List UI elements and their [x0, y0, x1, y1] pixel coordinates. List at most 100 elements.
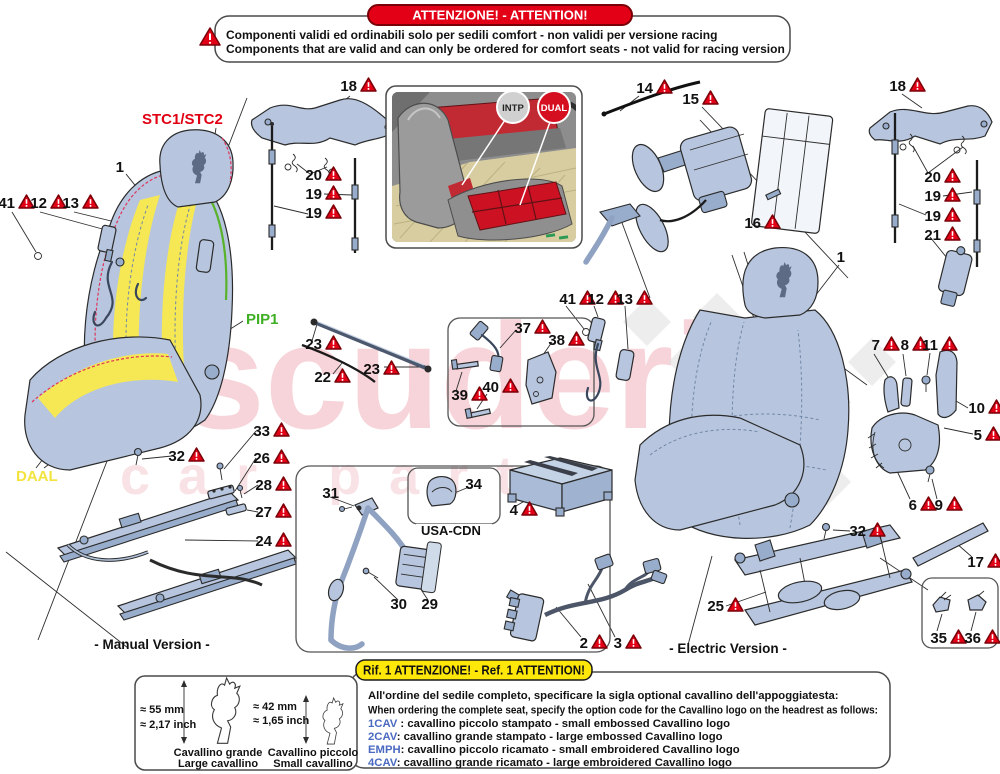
callout-13: 13 [62, 194, 99, 212]
exclamation-dot [991, 639, 994, 642]
exclamation-dot [916, 87, 919, 90]
callout-1: 1 [837, 249, 845, 266]
intp-label: INTP [502, 103, 524, 114]
manual-rails [56, 447, 298, 621]
callout-number: 4 [510, 502, 519, 519]
left-buckle-parts [34, 224, 215, 327]
exclamation-dot [890, 346, 893, 349]
exclamation-dot [919, 346, 922, 349]
large-caption-it: Cavallino grande [174, 747, 263, 759]
exclamation-dot [282, 513, 285, 516]
callout-3: 3 [614, 634, 642, 652]
exclamation-dot [280, 432, 283, 435]
exclamation-dot [390, 370, 393, 373]
callout-number: 13 [616, 291, 633, 308]
callout-6: 6 [909, 496, 937, 514]
right-seat-illustration [634, 246, 850, 539]
callout-number: 35 [930, 630, 947, 647]
dual-badge [537, 90, 571, 124]
interior-inset: INTP DUAL [385, 85, 583, 249]
exclamation-dot [509, 388, 512, 391]
callout-number: 36 [964, 630, 981, 647]
exclamation-dot [332, 195, 335, 198]
cavallino-size-box: ≈ 55 mm ≈ 2,17 inch Cavallino grande Lar… [134, 675, 359, 771]
callout-31: 31 [322, 485, 339, 502]
large-mm: ≈ 55 mm [140, 704, 184, 716]
callout-40: 40 [482, 378, 519, 396]
small-inch: ≈ 1,65 inch [253, 715, 309, 727]
callout-number: 20 [305, 167, 322, 184]
callout-number: 26 [253, 450, 270, 467]
exclamation-dot [951, 236, 954, 239]
callout-number: 5 [974, 427, 982, 444]
exclamation-dot [541, 329, 544, 332]
callout-number: 37 [514, 320, 531, 337]
callout-30: 30 [390, 596, 407, 613]
small-caption-en: Small cavallino [273, 758, 353, 770]
seatbelt-assembly-box: USA-CDN [295, 465, 611, 653]
small-mm: ≈ 42 mm [253, 701, 297, 713]
exclamation-dot [927, 506, 930, 509]
callout-number: 30 [390, 596, 407, 613]
pip1-label: PIP1 [246, 311, 279, 328]
callout-number: 28 [255, 477, 272, 494]
callout-number: 23 [363, 361, 380, 378]
exclamation-dot [332, 214, 335, 217]
callout-number: 39 [451, 387, 468, 404]
callout-24: 24 [255, 532, 292, 550]
seatbelt-motor-parts [583, 80, 834, 265]
manual-version-label: - Manual Version - [94, 637, 210, 652]
callout-27: 27 [255, 503, 292, 521]
callout-35: 35 [930, 629, 967, 647]
exclamation-dot [528, 511, 531, 514]
right-buckle-parts [582, 316, 635, 402]
exclamation-dot [951, 178, 954, 181]
callout-9: 9 [935, 496, 963, 514]
callout-number: 13 [62, 195, 79, 212]
exclamation-dot [25, 204, 28, 207]
callout-number: 19 [924, 208, 941, 225]
callout-1: 1 [116, 159, 124, 176]
callout-number: 19 [924, 188, 941, 205]
callout-number: 22 [314, 369, 331, 386]
ecu-module [507, 456, 613, 517]
intp-badge [496, 90, 530, 124]
callout-8: 8 [901, 336, 929, 354]
exclamation-dot [957, 639, 960, 642]
callout-number: 14 [636, 80, 653, 97]
callout-number: 17 [967, 554, 984, 571]
callout-11: 11 [922, 336, 958, 354]
callout-number: 1 [116, 159, 124, 176]
exclamation-dot [367, 87, 370, 90]
callout-17: 17 [967, 553, 1000, 571]
callout-34: 34 [465, 476, 482, 493]
callout-41: 41 [0, 194, 35, 212]
clips-box [921, 577, 999, 649]
callout-16: 16 [744, 214, 781, 232]
exclamation-dot [643, 300, 646, 303]
ref-code-emph: EMPH: cavallino piccolo ricamato - small… [368, 744, 740, 756]
callout-26: 26 [253, 449, 290, 467]
exclamation-dot [734, 607, 737, 610]
callout-number: 41 [559, 291, 576, 308]
callout-19: 19 [305, 185, 342, 203]
callout-number: 1 [837, 249, 845, 266]
exclamation-dot [614, 300, 617, 303]
callout-number: 32 [168, 448, 185, 465]
callout-15: 15 [682, 90, 719, 108]
callout-19: 19 [924, 187, 961, 205]
callout-32: 32 [849, 522, 886, 540]
callout-20: 20 [305, 166, 342, 184]
callout-18: 18 [340, 77, 377, 95]
callout-23: 23 [305, 335, 342, 353]
callout-21: 21 [924, 226, 961, 244]
callout-number: 11 [922, 337, 938, 354]
dual-label: DUAL [541, 103, 568, 114]
exclamation-dot [663, 89, 666, 92]
callout-number: 2 [580, 635, 588, 652]
callout-18: 18 [889, 77, 926, 95]
callout-5: 5 [974, 426, 1000, 444]
callout-32: 32 [168, 447, 205, 465]
callout-20: 20 [924, 168, 961, 186]
